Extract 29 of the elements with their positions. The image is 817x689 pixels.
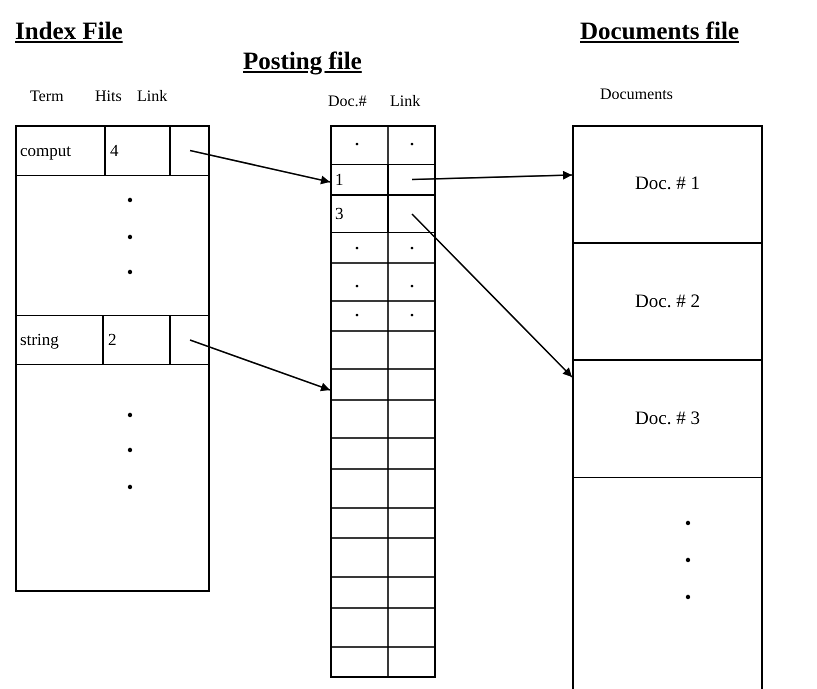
column-header: Link	[390, 93, 420, 111]
arrow	[411, 213, 573, 378]
table-cell: 3	[330, 195, 388, 233]
arrow	[190, 339, 330, 392]
heading: Posting file	[243, 48, 362, 76]
column-header: Documents	[600, 86, 673, 104]
column-header: Hits	[95, 88, 122, 106]
arrow	[190, 150, 330, 184]
table-cell: comput	[15, 125, 105, 176]
heading: Index File	[15, 18, 123, 46]
table-cell: Doc. # 1	[572, 125, 763, 243]
documents-column	[572, 125, 763, 689]
link-cell	[388, 195, 436, 233]
column-header: Doc.#	[328, 93, 367, 111]
table-cell: 4	[105, 125, 170, 176]
table-cell: string	[15, 315, 103, 365]
table-box	[330, 125, 436, 678]
table-cell: Doc. # 2	[572, 243, 763, 360]
link-cell	[388, 164, 436, 195]
table-cell: 1	[330, 164, 388, 195]
table-cell: 2	[103, 315, 170, 365]
arrow	[412, 170, 572, 180]
link-cell	[170, 315, 210, 365]
column-header: Link	[137, 88, 168, 106]
table-cell: Doc. # 3	[572, 360, 763, 478]
link-cell	[170, 125, 210, 176]
heading: Documents file	[580, 18, 739, 46]
column-header: Term	[30, 88, 64, 106]
table-box	[15, 125, 210, 592]
